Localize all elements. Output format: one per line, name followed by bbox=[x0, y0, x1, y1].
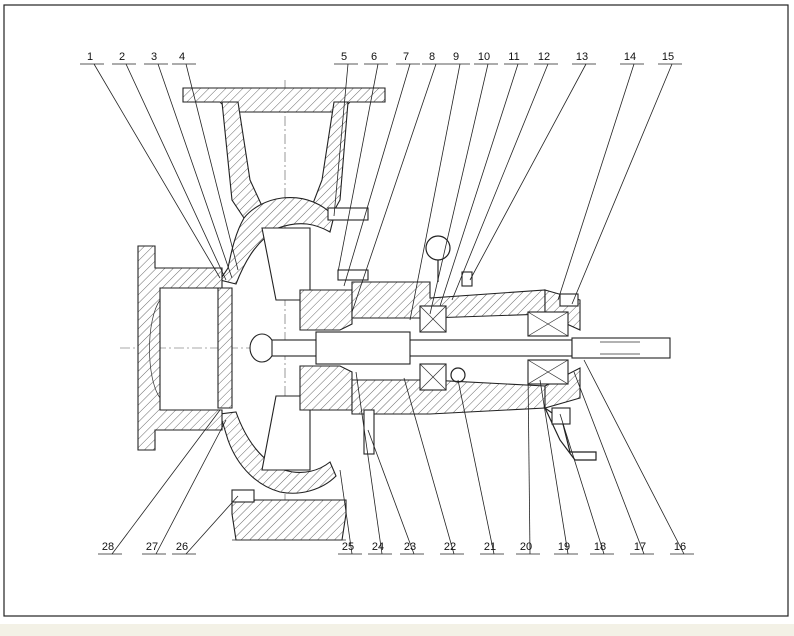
callout-label: 8 bbox=[429, 51, 435, 63]
callout-label: 21 bbox=[484, 541, 496, 553]
callout-label: 7 bbox=[403, 51, 409, 63]
leader-line-top-12 bbox=[469, 63, 587, 281]
impeller bbox=[217, 227, 311, 471]
leader-line-top-6 bbox=[343, 63, 411, 287]
leader-line-top-0 bbox=[93, 63, 221, 279]
callout-label: 11 bbox=[508, 51, 519, 63]
callout-label: 28 bbox=[102, 541, 114, 553]
callout-label: 4 bbox=[179, 51, 185, 63]
leader-line-bottom-10 bbox=[559, 413, 605, 555]
leader-line-top-3 bbox=[185, 63, 239, 271]
callout-label: 25 bbox=[342, 541, 354, 553]
callout-label: 9 bbox=[453, 51, 459, 63]
callout-label: 19 bbox=[558, 541, 570, 553]
leader-line-top-9 bbox=[429, 63, 489, 315]
pump-casing bbox=[137, 87, 386, 541]
leader-line-bottom-12 bbox=[583, 359, 685, 555]
callout-label: 26 bbox=[176, 541, 188, 553]
leader-line-top-5 bbox=[337, 63, 379, 273]
leader-line-bottom-1 bbox=[155, 419, 227, 555]
bottom-strip bbox=[0, 624, 794, 636]
callout-label: 20 bbox=[520, 541, 532, 553]
leader-line-bottom-7 bbox=[457, 379, 495, 555]
callout-label: 14 bbox=[624, 51, 636, 63]
leader-line-bottom-6 bbox=[403, 377, 455, 555]
shaft bbox=[271, 331, 671, 365]
callout-label: 18 bbox=[594, 541, 606, 553]
leader-line-bottom-2 bbox=[185, 495, 239, 555]
leader-line-top-11 bbox=[451, 63, 549, 301]
leader-line-bottom-11 bbox=[573, 371, 645, 555]
callout-label: 22 bbox=[444, 541, 456, 553]
leader-line-bottom-0 bbox=[111, 409, 221, 555]
callout-label: 15 bbox=[662, 51, 674, 63]
callout-label: 3 bbox=[151, 51, 157, 63]
leader-line-top-13 bbox=[557, 63, 635, 301]
leader-line-top-14 bbox=[571, 63, 673, 305]
callout-label: 5 bbox=[341, 51, 347, 63]
callout-label: 10 bbox=[478, 51, 490, 63]
leader-line-top-7 bbox=[351, 63, 437, 313]
leader-line-bottom-8 bbox=[527, 371, 531, 555]
fasteners bbox=[231, 207, 579, 503]
callout-label: 1 bbox=[87, 51, 93, 63]
leader-line-bottom-3 bbox=[339, 469, 353, 555]
callout-label: 23 bbox=[404, 541, 416, 553]
callout-label: 24 bbox=[372, 541, 384, 553]
callout-label: 16 bbox=[674, 541, 686, 553]
leader-line-top-10 bbox=[439, 63, 519, 307]
callout-label: 6 bbox=[371, 51, 377, 63]
bottom-leader-lines: 28 27 26 25 24 23 22 21 20 19 18 17 16 bbox=[98, 359, 694, 555]
callout-label: 17 bbox=[634, 541, 646, 553]
leader-line-top-8 bbox=[409, 63, 461, 321]
callout-label: 2 bbox=[119, 51, 125, 63]
bearing-housing bbox=[299, 235, 597, 461]
leader-line-top-4 bbox=[333, 63, 349, 217]
callout-label: 27 bbox=[146, 541, 158, 553]
drawing-frame bbox=[3, 4, 789, 617]
leader-line-top-1 bbox=[125, 63, 227, 281]
leader-line-top-2 bbox=[157, 63, 233, 279]
callout-label: 12 bbox=[538, 51, 550, 63]
leader-line-bottom-4 bbox=[355, 371, 383, 555]
leader-line-bottom-5 bbox=[367, 429, 415, 555]
leader-line-bottom-9 bbox=[539, 379, 569, 555]
callout-label: 13 bbox=[576, 51, 588, 63]
